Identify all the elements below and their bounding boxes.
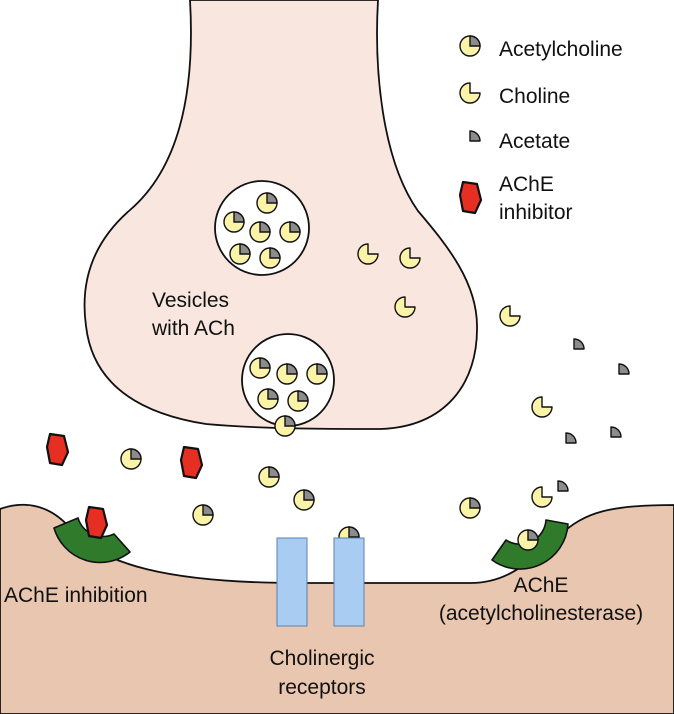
cholinergic-receptor-left: [276, 537, 308, 627]
receptors-label-line1: Cholinergic: [269, 647, 374, 670]
bound-inhibitor: [84, 505, 109, 540]
legend-acetylcholine-label: Acetylcholine: [499, 38, 623, 61]
ache-label-line1: AChE: [514, 574, 569, 597]
vesicles-label-line2: with ACh: [151, 317, 235, 340]
ache-inhibitor-icon: [458, 180, 483, 215]
cholinergic-receptor-right: [333, 537, 365, 627]
receptors-label-line2: receptors: [278, 676, 366, 699]
ache-enzyme-inhibited: [53, 517, 131, 564]
acetate-molecules: [557, 338, 630, 492]
acetate-icon: [469, 130, 481, 142]
choline-icon: [459, 82, 481, 104]
legend-inhibitor-label-line1: AChE: [499, 173, 554, 196]
bound-acetylcholine: [517, 529, 539, 551]
ache-inhibition-label: AChE inhibition: [4, 584, 148, 607]
legend-acetate-label: Acetate: [499, 130, 570, 153]
acetylcholine-icon: [459, 35, 481, 57]
legend-inhibitor-label-line2: inhibitor: [499, 201, 573, 224]
ache-label-line2: (acetylcholinesterase): [439, 602, 643, 625]
acetylcholine-molecules: [120, 448, 481, 548]
legend-choline-label: Choline: [499, 85, 570, 108]
vesicles-label-line1: Vesicles: [152, 289, 229, 312]
legend: Acetylcholine Choline Acetate AChE inhib…: [458, 35, 623, 224]
